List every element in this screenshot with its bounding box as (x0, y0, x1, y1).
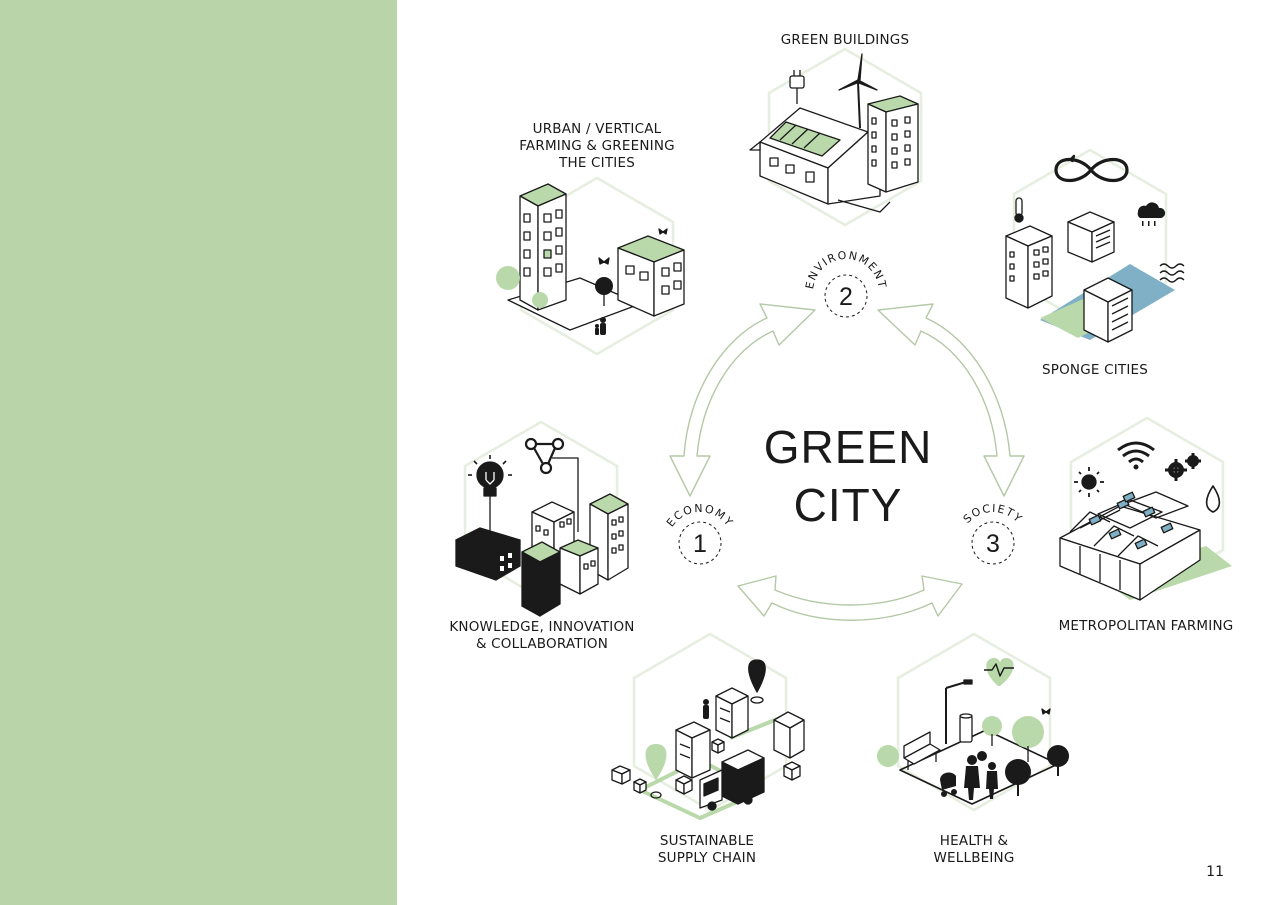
street-lamp-icon (945, 679, 973, 744)
page-number: 11 (1206, 864, 1224, 880)
green-buildings-illustration (749, 53, 919, 213)
knowledge-illustration (455, 437, 629, 617)
waves-icon (1159, 263, 1185, 283)
label-line: SPONGE CITIES (1041, 362, 1149, 378)
label-urban-farming: URBAN / VERTICAL FARMING & GREENING THE … (497, 121, 697, 172)
label-supply-chain: SUSTAINABLE SUPPLY CHAIN (607, 833, 807, 867)
bench-icon (903, 731, 941, 770)
rain-cloud-icon (1137, 202, 1166, 226)
metro-farming-illustration (1059, 441, 1232, 601)
small-building-icon (617, 235, 685, 317)
block-front (1083, 277, 1133, 343)
center-title-line1: GREEN (763, 421, 933, 473)
label-line: URBAN / VERTICAL (532, 121, 662, 137)
label-line: GREEN BUILDINGS (780, 32, 910, 48)
side-panel (0, 0, 397, 905)
wifi-icon (1117, 441, 1155, 470)
center-title-line2: CITY (793, 479, 903, 531)
label-line: & COLLABORATION (475, 636, 609, 652)
tree-icon (877, 716, 1069, 796)
arrow-economy-society (737, 575, 963, 621)
label-line: THE CITIES (559, 155, 635, 171)
person-icon (703, 699, 709, 719)
sun-icon (1074, 467, 1104, 497)
gears-icon (1165, 453, 1201, 481)
label-knowledge: KNOWLEDGE, INNOVATION & COLLABORATION (432, 619, 652, 653)
truck-icon (699, 749, 765, 811)
thermometer-icon (1014, 197, 1024, 223)
block-middle (1067, 211, 1115, 263)
bin-icon (959, 713, 973, 743)
box-icon (611, 738, 801, 795)
family-icon (940, 751, 998, 800)
pillar-number: 3 (986, 530, 1000, 558)
butterfly-icon (1041, 708, 1051, 715)
map-pin-icon (645, 659, 766, 799)
label-line: KNOWLEDGE, INNOVATION (449, 619, 635, 635)
tower-left (1005, 225, 1053, 309)
sponge-cities-illustration (1005, 154, 1185, 343)
label-health: HEALTH & WELLBEING (874, 833, 1074, 867)
pillar-number: 2 (839, 283, 853, 311)
pillar-number: 1 (693, 530, 707, 558)
city-block-icon (455, 493, 629, 617)
urban-farming-illustration (496, 183, 685, 335)
lightbulb-icon (468, 455, 512, 532)
heart-pulse-icon (984, 658, 1014, 686)
infinity-loop-icon (1054, 154, 1129, 183)
butterfly-icon (598, 228, 668, 265)
tower-icon (519, 183, 567, 311)
greenhouse-icon (1059, 491, 1232, 601)
label-line: SUSTAINABLE (659, 833, 755, 849)
office-building-icon (867, 95, 919, 193)
health-illustration (877, 658, 1069, 805)
label-green-buildings: GREEN BUILDINGS (745, 32, 945, 49)
locker-icon (675, 687, 805, 779)
label-line: SUPPLY CHAIN (657, 850, 757, 866)
arrow-environment-society (877, 303, 1025, 497)
label-line: FARMING & GREENING (519, 138, 675, 154)
label-metro-farming: METROPOLITAN FARMING (1040, 618, 1252, 635)
wind-turbine-icon (838, 53, 878, 129)
supply-chain-illustration (611, 659, 805, 820)
plug-icon (789, 70, 805, 104)
label-line: METROPOLITAN FARMING (1058, 618, 1234, 634)
pillar-environment: 2 ENVIRONMENT (803, 249, 887, 318)
arrow-environment-economy (669, 303, 816, 497)
label-sponge-cities: SPONGE CITIES (995, 362, 1195, 379)
label-line: HEALTH & (939, 833, 1009, 849)
tree-icon (496, 266, 613, 308)
people-icon (595, 317, 606, 335)
label-line: WELLBEING (933, 850, 1015, 866)
network-icon (524, 437, 579, 532)
water-drop-icon (1205, 485, 1221, 513)
